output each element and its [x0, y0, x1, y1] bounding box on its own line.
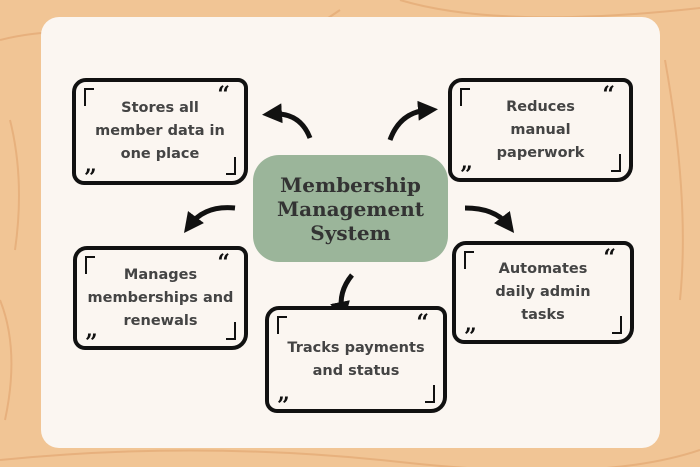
quote-open-icon: “ [217, 250, 230, 276]
arrow-to-reduces [387, 100, 438, 141]
quote-open-icon: “ [603, 245, 616, 271]
node-tracks-payments: “ Tracks payments and status ” [265, 306, 447, 417]
node-manages-memberships: “ Manages memberships and renewals ” [73, 246, 248, 354]
quote-close-icon: ” [460, 162, 473, 188]
arrow-to-automates [464, 205, 515, 233]
node-automates-tasks: “ Automates daily admin tasks ” [452, 241, 634, 348]
node-stores-data: “ Stores all member data in one place ” [72, 78, 248, 189]
arrow-to-stores [262, 103, 313, 139]
quote-close-icon: ” [84, 165, 97, 191]
node-reduces-paperwork: “ Reduces manual paperwork ” [448, 78, 633, 186]
quote-close-icon: ” [464, 324, 477, 350]
quote-close-icon: ” [277, 393, 290, 419]
central-node: Membership Management System [253, 155, 448, 262]
quote-open-icon: “ [602, 82, 615, 108]
quote-open-icon: “ [416, 310, 429, 336]
arrow-to-manages [183, 205, 236, 233]
central-title: Membership Management System [277, 172, 424, 245]
quote-close-icon: ” [85, 330, 98, 356]
quote-open-icon: “ [217, 82, 230, 108]
